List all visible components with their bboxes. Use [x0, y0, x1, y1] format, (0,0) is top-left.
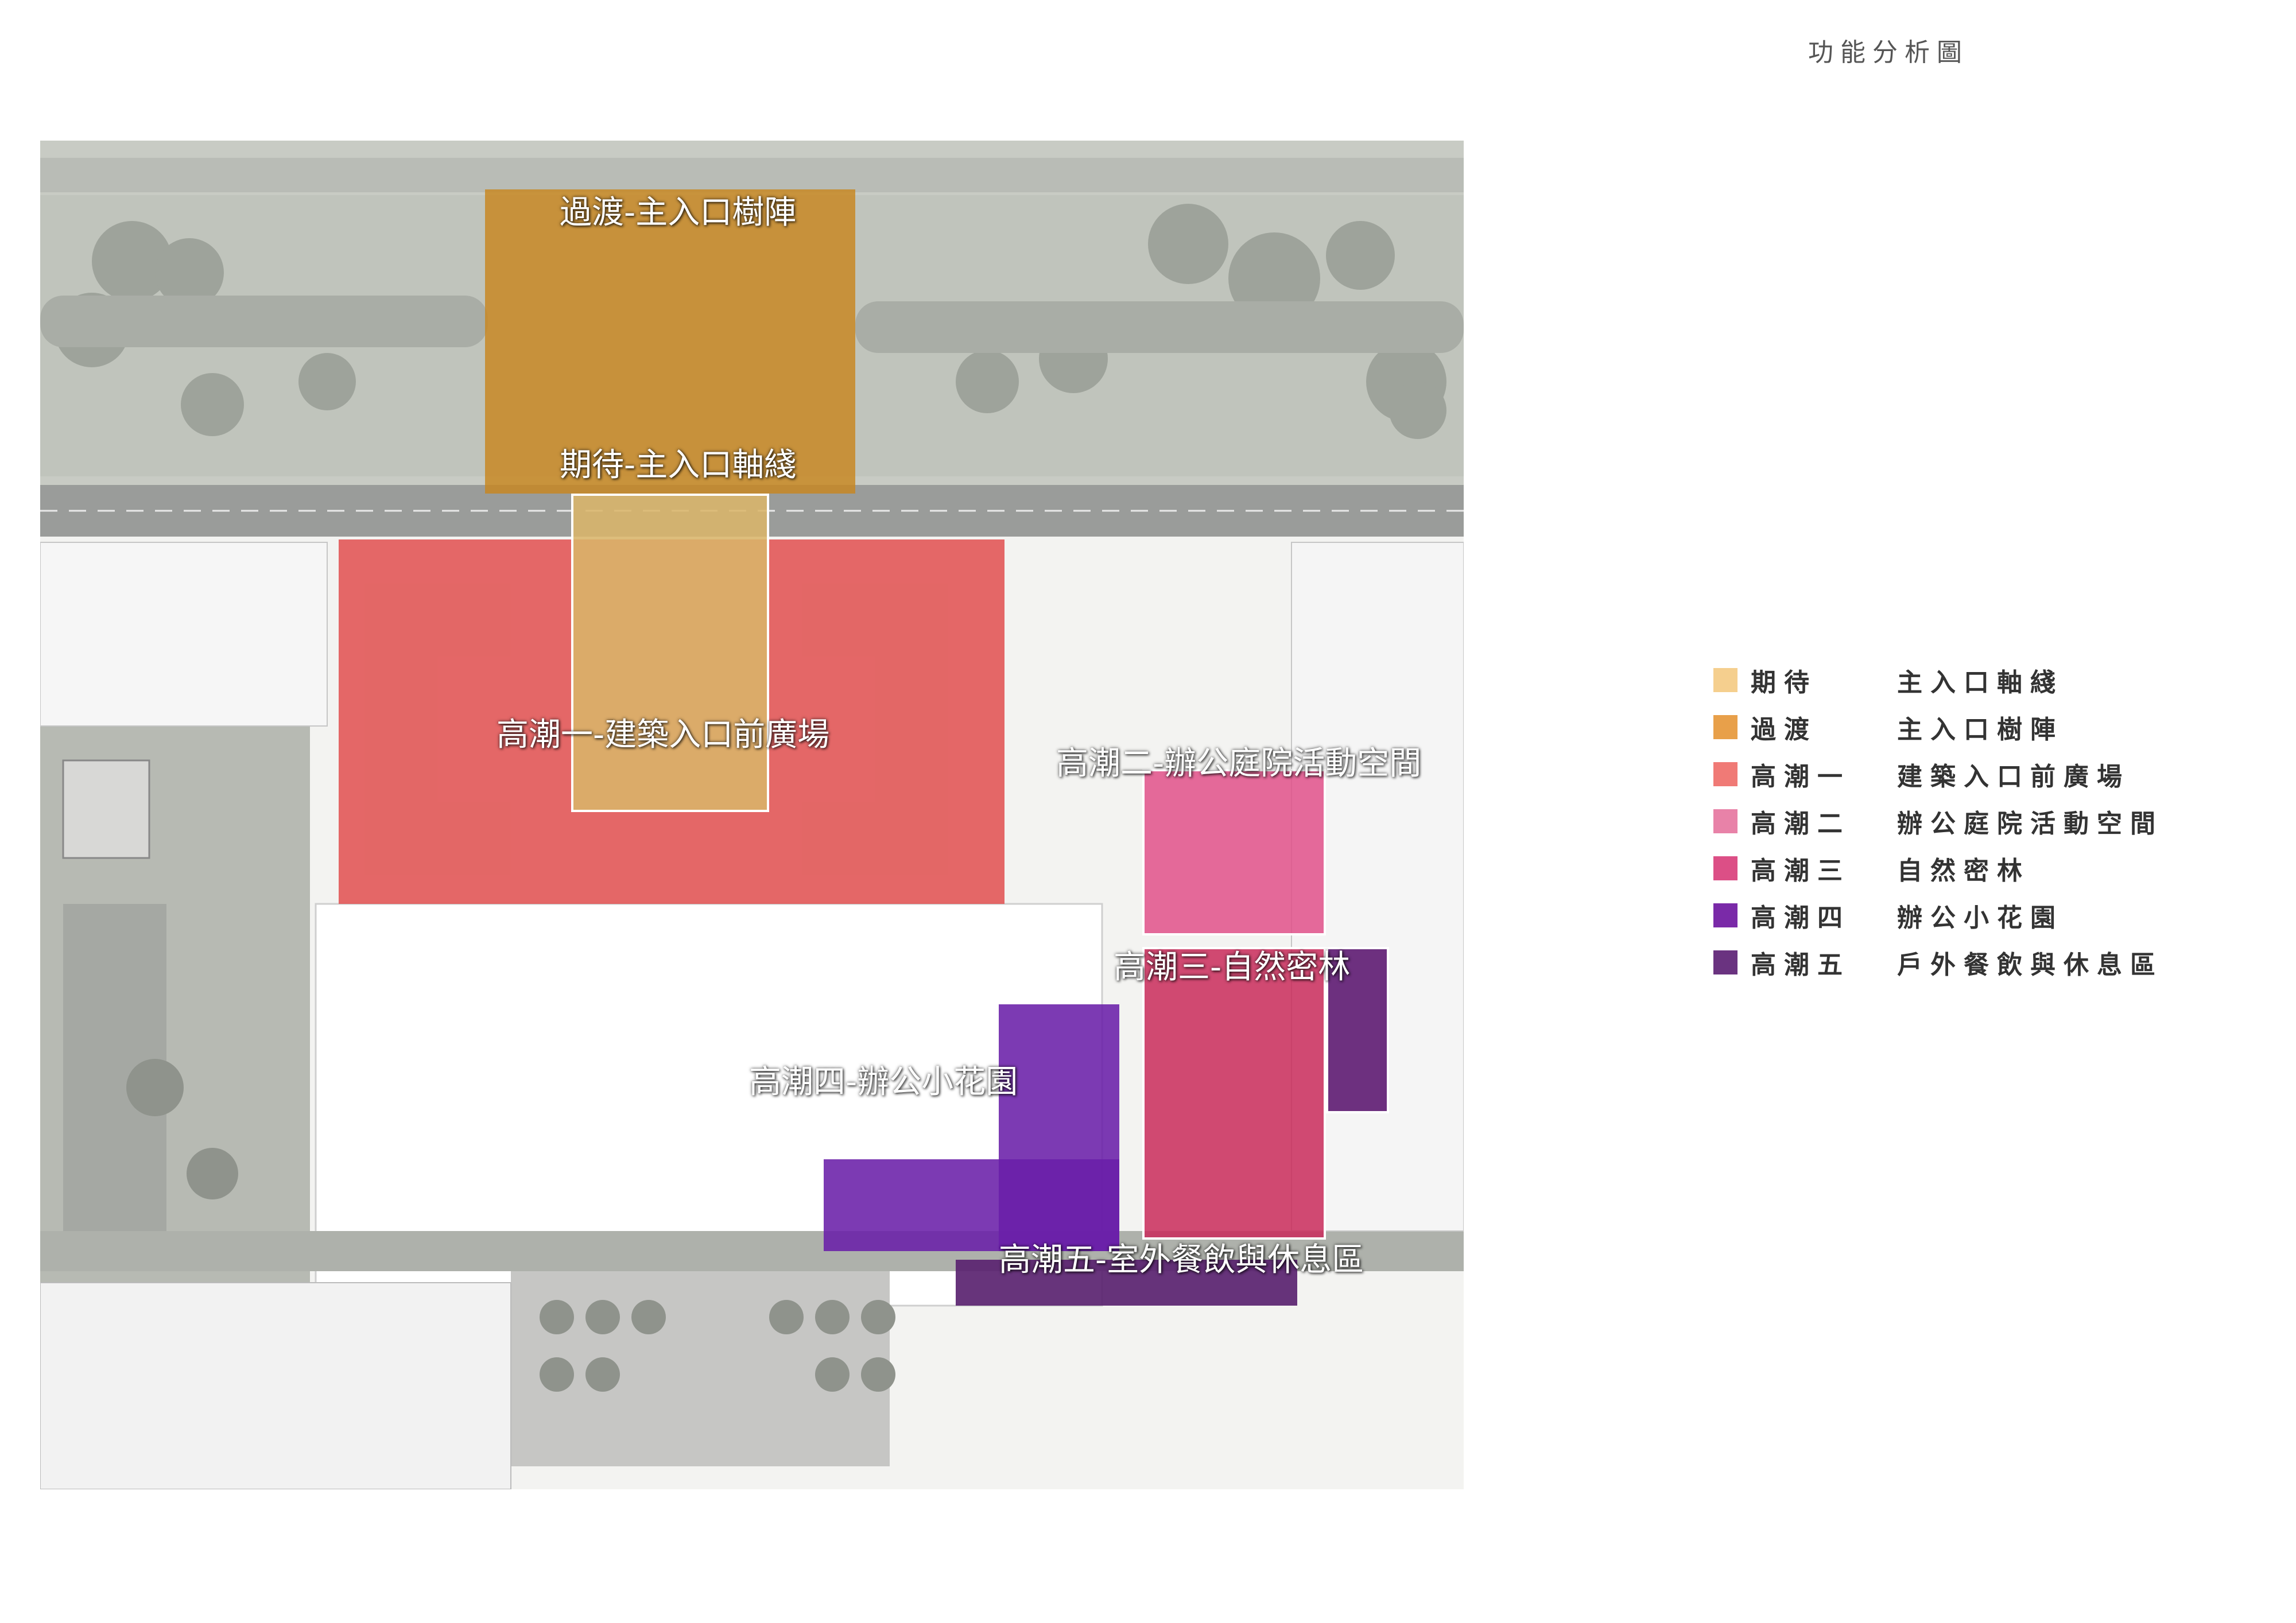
zone-label-anticipation: 期待-主入口軸綫: [560, 446, 797, 484]
legend-item-climax3: 高潮三 自然密林: [1713, 851, 2230, 886]
north-west-building: [40, 542, 328, 727]
zone-label-climax3: 高潮三-自然密林: [1114, 949, 1351, 986]
legend-term: 高潮四: [1751, 903, 1851, 933]
zone-transition: [485, 189, 855, 494]
legend-desc: 辦公庭院活動空間: [1897, 809, 2163, 838]
legend-swatch: [1713, 809, 1737, 833]
zone-label-climax1: 高潮一-建築入口前廣場: [497, 716, 830, 754]
zone-climax2: [1142, 769, 1326, 935]
legend-swatch: [1713, 668, 1737, 692]
south-trees: [126, 1059, 895, 1392]
legend-swatch: [1713, 903, 1737, 927]
south-building: [40, 1282, 511, 1489]
zone-climax5: [956, 1260, 1297, 1306]
legend-term: 期待: [1751, 668, 1817, 697]
legend-desc: 主入口軸綫: [1897, 668, 2064, 697]
legend-desc: 自然密林: [1897, 856, 2030, 886]
legend-desc: 辦公小花園: [1897, 903, 2064, 933]
site-plan: 過渡-主入口樹陣 期待-主入口軸綫 高潮一-建築入口前廣場 高潮二-辦公庭院活動…: [40, 141, 1464, 1489]
legend-swatch: [1713, 856, 1737, 880]
legend-swatch: [1713, 950, 1737, 974]
zone-label-climax4: 高潮四-辦公小花園: [749, 1063, 1018, 1101]
zone-climax3: [1142, 947, 1326, 1240]
legend-item-climax1: 高潮一 建築入口前廣場: [1713, 757, 2230, 791]
legend-swatch: [1713, 715, 1737, 739]
legend-term: 過渡: [1751, 715, 1817, 744]
zone-label-climax5: 高潮五-室外餐飲與休息區: [999, 1241, 1364, 1279]
legend-item-climax2: 高潮二 辦公庭院活動空間: [1713, 804, 2230, 838]
legend-item-transition: 過渡 主入口樹陣: [1713, 710, 2230, 744]
zone-label-climax2: 高潮二-辦公庭院活動空間: [1056, 745, 1422, 782]
page-title: 功能分析圖: [1808, 38, 1969, 67]
legend-item-climax5: 高潮五 戶外餐飲與休息區: [1713, 945, 2230, 980]
legend-term: 高潮三: [1751, 856, 1851, 886]
tree-clusters: [55, 204, 1446, 439]
zone-label-transition: 過渡-主入口樹陣: [560, 194, 797, 231]
top-sidewalk: [40, 158, 1464, 192]
legend-desc: 戶外餐飲與休息區: [1897, 950, 2163, 980]
legend-desc: 主入口樹陣: [1897, 715, 2064, 744]
zone-anticipation: [571, 494, 769, 812]
legend-desc: 建築入口前廣場: [1897, 762, 2130, 791]
legend-term: 高潮五: [1751, 950, 1851, 980]
hedge-rows: [40, 296, 1464, 353]
zone-climax3-side: [1326, 947, 1389, 1113]
legend-swatch: [1713, 762, 1737, 786]
legend-term: 高潮二: [1751, 809, 1851, 838]
zone-climax4-lower: [824, 1159, 1119, 1251]
legend-item-anticipation: 期待 主入口軸綫: [1713, 663, 2230, 697]
west-courtyard: [62, 759, 150, 859]
legend-item-climax4: 高潮四 辦公小花園: [1713, 898, 2230, 933]
legend-term: 高潮一: [1751, 762, 1851, 791]
